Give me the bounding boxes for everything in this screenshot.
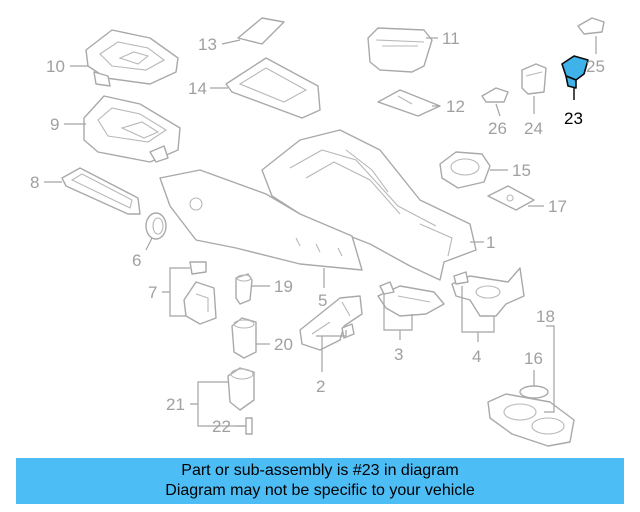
callout-21: 21 (166, 395, 185, 414)
callout-12: 12 (446, 97, 465, 116)
part-24-drawing (521, 63, 547, 95)
leader-lines (44, 36, 597, 427)
part-14-drawing (225, 57, 321, 119)
callout-7: 7 (148, 283, 157, 302)
part-3-drawing (377, 281, 445, 317)
part-7-drawing (183, 261, 217, 325)
part-15-drawing (439, 151, 491, 189)
callout-24: 24 (524, 119, 543, 138)
callout-16: 16 (524, 349, 543, 368)
part-25-drawing (577, 17, 605, 35)
part-23-drawing (561, 55, 589, 100)
part-4-drawing (451, 267, 525, 317)
part-12-drawing (377, 89, 441, 117)
callout-14: 14 (188, 79, 207, 98)
callout-26: 26 (488, 119, 507, 138)
callout-5: 5 (318, 291, 327, 310)
callout-2: 2 (316, 377, 325, 396)
banner-line-part: Part or sub-assembly is #23 in diagram (181, 462, 459, 479)
callout-22: 22 (212, 417, 231, 436)
part-20-drawing (231, 317, 257, 359)
part-5-drawing (159, 169, 363, 271)
callout-10: 10 (46, 57, 65, 76)
callout-17: 17 (548, 197, 567, 216)
callout-8: 8 (30, 173, 39, 192)
callout-20: 20 (274, 335, 293, 354)
callout-3: 3 (394, 345, 403, 364)
part-21-drawing (227, 367, 255, 411)
callout-1: 1 (486, 233, 495, 252)
callout-19: 19 (274, 277, 293, 296)
callout-6: 6 (132, 251, 141, 270)
part-16-drawing (519, 385, 549, 399)
part-11-drawing (367, 27, 433, 73)
callout-13: 13 (198, 35, 217, 54)
part-22-drawing (245, 417, 253, 435)
banner-line-disclaimer: Diagram may not be specific to your vehi… (165, 482, 475, 499)
callout-15: 15 (512, 161, 531, 180)
part-8-drawing (61, 167, 141, 215)
part-10-drawing (85, 29, 179, 87)
part-18-drawing (487, 393, 575, 447)
part-2-drawing (299, 295, 363, 351)
callout-9: 9 (50, 115, 59, 134)
info-banner: Part or sub-assembly is #23 in diagram D… (16, 458, 624, 504)
part-26-drawing (481, 87, 509, 103)
callout-4: 4 (472, 347, 481, 366)
part-17-drawing (487, 185, 535, 211)
part-19-drawing (235, 273, 253, 305)
parts-diagram: 1 2 3 4 5 6 7 8 9 10 11 12 13 14 15 16 1… (30, 17, 605, 447)
part-6-drawing (145, 212, 167, 240)
callout-labels: 1 2 3 4 5 6 7 8 9 10 11 12 13 14 15 16 1… (30, 29, 605, 436)
callout-25: 25 (586, 57, 605, 76)
callout-18: 18 (536, 307, 555, 326)
callout-23: 23 (564, 109, 583, 128)
callout-11: 11 (442, 29, 460, 48)
part-13-drawing (237, 17, 285, 45)
part-9-drawing (83, 95, 181, 163)
